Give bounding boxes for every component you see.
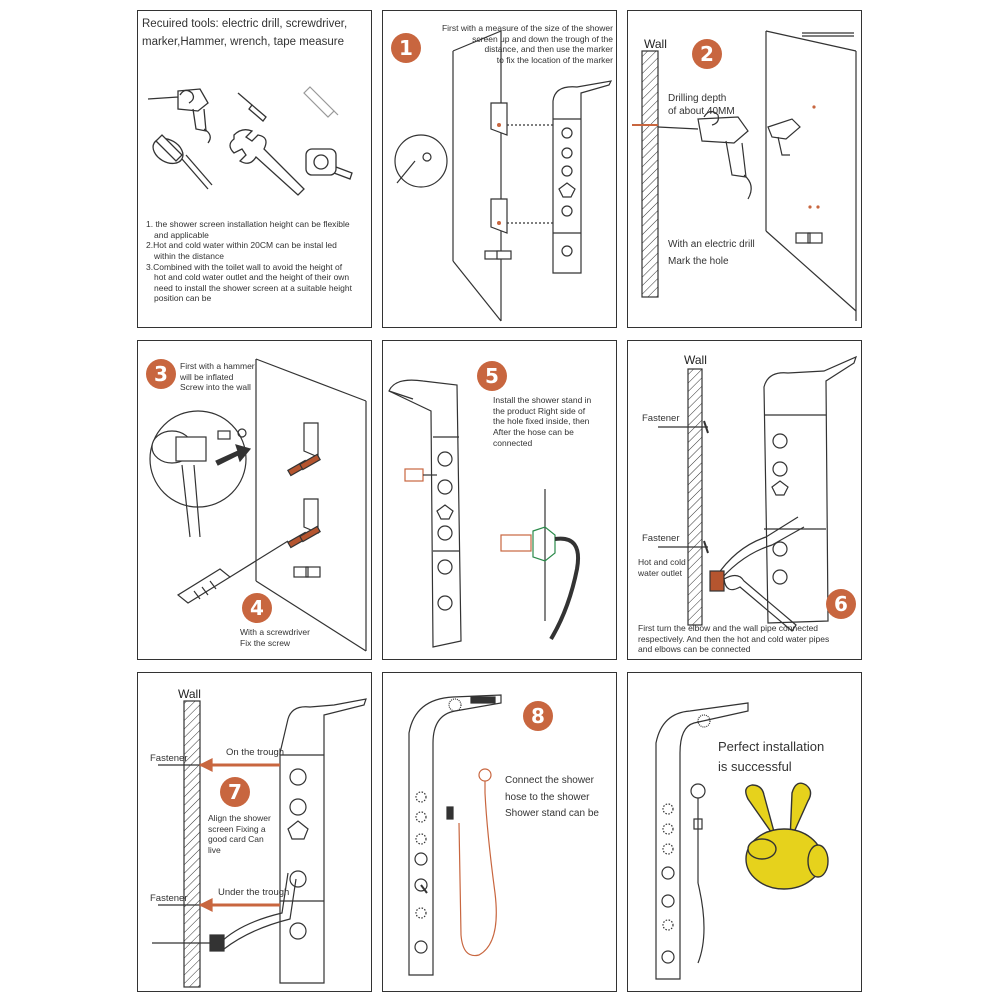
instruction-line: to fix the location of the marker <box>496 54 613 65</box>
final-illustration <box>655 702 829 980</box>
tools-title-line2: marker,Hammer, wrench, tape measure <box>142 36 344 48</box>
instruction-line: Mark the hole <box>668 255 729 267</box>
note-line: position can be <box>154 293 212 304</box>
hammer-icon <box>152 134 213 190</box>
step-3-4-illustration <box>149 358 367 652</box>
instruction-line: First turn the elbow and the wall pipe c… <box>638 623 819 633</box>
instruction-line: With a screwdriver <box>240 627 310 637</box>
step-1-instructions: First with a measure of the size of the … <box>413 23 613 66</box>
instruction-line: First with a measure of the size of the … <box>441 23 613 33</box>
step-6-illustration <box>658 355 857 632</box>
step-number-badge: 1 <box>391 33 421 63</box>
outlet-label: Hot and cold water outlet <box>638 557 686 578</box>
instruction-line: First with a hammer <box>180 361 255 371</box>
instruction-line: screen Fixing a <box>208 823 266 834</box>
drill-icon <box>147 88 211 144</box>
wall-section <box>641 50 659 298</box>
fastener-label: Fastener <box>642 413 680 424</box>
mark-hole-text: With an electric drill Mark the hole <box>668 239 755 268</box>
wall-section <box>687 368 703 626</box>
instruction-line: After the hose can be <box>493 426 574 437</box>
step-number-badge: 7 <box>220 777 250 807</box>
instruction-line: Screw into the wall <box>180 382 251 393</box>
tools-illustration <box>147 86 353 196</box>
final-line: is successful <box>718 759 792 775</box>
note-line: 1. the shower screen installation height… <box>146 219 350 229</box>
step-2-illustration <box>632 30 857 321</box>
step-number-badge: 2 <box>692 39 722 69</box>
instruction-line: With an electric drill <box>668 239 755 250</box>
panel-step-3-4: 3 First with a hammer will be inflated S… <box>137 340 372 660</box>
step-1-illustration <box>394 30 613 322</box>
wall-section <box>183 700 201 988</box>
step-8-instructions: Connect the shower hose to the shower Sh… <box>505 775 599 821</box>
screwdriver-icon <box>237 92 267 122</box>
step-5-instructions: Install the shower stand in the product … <box>493 395 591 448</box>
step-5-illustration <box>388 379 580 648</box>
panel-step-6: Wall Fastener Fastener Hot and cold wate… <box>627 340 862 660</box>
step-number-badge: 8 <box>523 701 553 731</box>
step-3-instructions: First with a hammer will be inflated Scr… <box>180 361 255 393</box>
instruction-line: live <box>208 844 221 855</box>
tape-measure-icon <box>305 148 353 180</box>
note-line: hot and cold water outlet and the height… <box>154 272 350 283</box>
instruction-line: Fix the screw <box>240 637 291 648</box>
instruction-line: distance, and then use the marker <box>484 44 613 55</box>
drilling-depth-text: Drilling depth of about 40MM <box>668 93 735 118</box>
panel-step-5: 5 Install the shower stand in the produc… <box>382 340 617 660</box>
fastener-label: Fastener <box>150 753 188 764</box>
instruction-line: Drilling depth <box>668 93 727 104</box>
tools-notes: 1. the shower screen installation height… <box>146 219 368 304</box>
note-line: and applicable <box>154 229 209 240</box>
note-line: 3.Combined with the toilet wall to avoid… <box>146 261 343 272</box>
step-6-instructions: First turn the elbow and the wall pipe c… <box>638 623 860 655</box>
instruction-line: Align the shower <box>208 813 271 823</box>
instruction-line: hose to the shower <box>505 791 590 803</box>
instruction-line: the hole fixed inside, then <box>493 416 590 427</box>
step-number-badge: 6 <box>826 589 856 619</box>
instruction-line: of about 40MM <box>668 105 735 117</box>
outlet-line: water outlet <box>638 567 682 578</box>
step-number-badge: 4 <box>242 593 272 623</box>
note-line: 2.Hot and cold water within 20CM can be … <box>146 240 337 251</box>
marker-icon <box>303 86 339 118</box>
instruction-line: respectively. And then the hot and cold … <box>638 633 830 644</box>
panel-step-8: 8 Connect the shower hose to the shower … <box>382 672 617 992</box>
step-4-instructions: With a screwdriver Fix the screw <box>240 627 310 648</box>
note-line: need to install the shower screen at a s… <box>154 282 352 293</box>
outlet-line: Hot and cold <box>638 557 686 567</box>
instruction-line: Install the shower stand in <box>493 395 592 405</box>
fastener-label: Fastener <box>642 533 680 544</box>
wall-label: Wall <box>684 353 707 367</box>
wall-label: Wall <box>644 37 667 51</box>
instruction-line: Connect the shower <box>505 775 594 786</box>
final-line: Perfect installation <box>718 739 825 754</box>
final-message: Perfect installation is successful <box>718 739 824 776</box>
note-line: within the distance <box>154 250 224 261</box>
peace-hand-icon <box>745 782 829 890</box>
step-8-illustration <box>408 694 502 976</box>
on-trough-label: On the trough <box>226 747 285 758</box>
panel-step-2: Wall 2 Drilling depth of about 40MM With… <box>627 10 862 328</box>
instruction-line: Shower stand can be <box>505 808 599 819</box>
panel-tools: Recuired tools: electric drill, screwdri… <box>137 10 372 328</box>
panel-final: Perfect installation is successful <box>627 672 862 992</box>
wrench-icon <box>229 129 305 196</box>
wall-label: Wall <box>178 687 201 701</box>
under-trough-label: Under the trough <box>218 887 290 898</box>
step-7-illustration <box>152 698 367 988</box>
fastener-label: Fastener <box>150 893 188 904</box>
instruction-line: the product Right side of <box>493 405 586 416</box>
instruction-line: will be inflated <box>180 371 234 382</box>
instruction-line: connected <box>493 437 533 448</box>
instruction-line: good card Can <box>208 834 264 845</box>
step-number-badge: 3 <box>146 359 176 389</box>
instruction-line: and elbows can be connected <box>638 644 751 655</box>
instruction-line: screen up and down the trough of the <box>472 33 613 44</box>
panel-step-1: 1 First with a measure of the size of th… <box>382 10 617 328</box>
step-number-badge: 5 <box>477 361 507 391</box>
step-7-instructions: Align the shower screen Fixing a good ca… <box>208 813 271 856</box>
tools-title-line1: Recuired tools: electric drill, screwdri… <box>142 18 348 30</box>
panel-step-7: Wall Fastener Fastener On the trough Und… <box>137 672 372 992</box>
